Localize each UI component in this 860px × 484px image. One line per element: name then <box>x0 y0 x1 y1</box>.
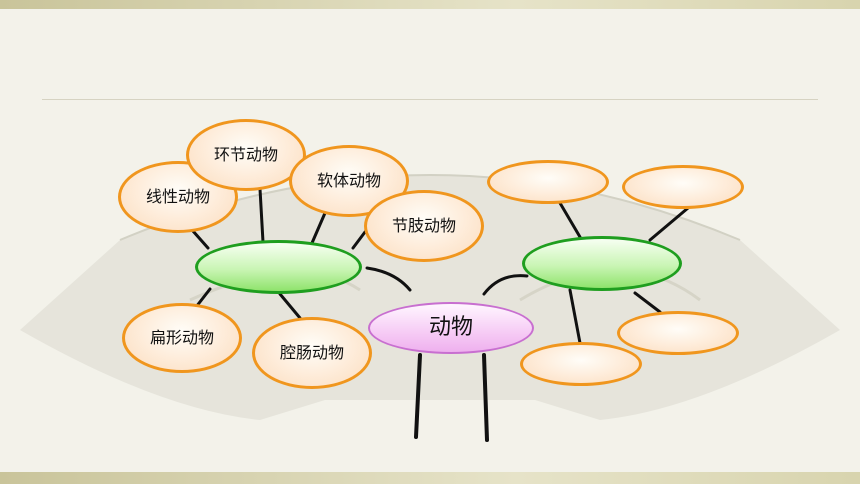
leaf-node-right-3 <box>617 311 739 355</box>
link-left-4 <box>351 230 367 250</box>
link-left-hub-center <box>365 266 412 292</box>
leaf-node-cnidarian-animals: 腔肠动物 <box>252 317 372 389</box>
leaf-label: 软体动物 <box>316 171 381 190</box>
link-right-4 <box>568 288 582 345</box>
leaf-node-right-2 <box>622 165 744 209</box>
leaf-label: 腔肠动物 <box>279 343 344 362</box>
leaf-label: 扁形动物 <box>149 328 214 347</box>
trunk-right <box>482 353 489 442</box>
leaf-node-annelid-animals: 环节动物 <box>186 119 306 191</box>
leaf-label: 节肢动物 <box>391 216 456 235</box>
leaf-node-right-1 <box>487 160 609 204</box>
leaf-node-right-4 <box>520 342 642 386</box>
link-left-6 <box>278 292 302 320</box>
center-label: 动物 <box>428 315 473 340</box>
link-right-1 <box>558 201 582 239</box>
center-node-animals: 动物 <box>368 302 534 354</box>
link-left-3 <box>310 211 327 245</box>
top-band <box>0 0 860 9</box>
leaf-node-flatworm-animals: 扁形动物 <box>122 303 242 373</box>
leaf-label: 环节动物 <box>213 145 278 164</box>
header-divider <box>42 99 818 100</box>
link-left-2 <box>258 187 265 244</box>
hub-node-left <box>195 240 362 294</box>
leaf-label: 线性动物 <box>145 187 210 206</box>
hub-node-right <box>522 236 682 291</box>
link-right-3 <box>633 291 662 314</box>
link-right-hub-center <box>482 274 529 296</box>
trunk-left <box>414 353 422 439</box>
link-right-2 <box>648 206 690 242</box>
bottom-band <box>0 472 860 484</box>
leaf-node-arthropod-animals: 节肢动物 <box>364 190 484 262</box>
